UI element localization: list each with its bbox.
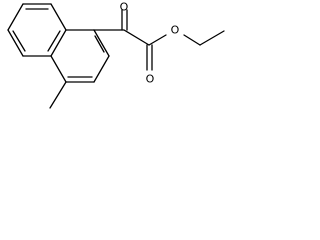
bond (93, 55, 110, 83)
benzo-ring (7, 3, 67, 57)
chemical-structure: O O O (7, 1, 225, 109)
double-bond-inner (94, 35, 105, 53)
bond (148, 34, 167, 46)
bond (123, 29, 150, 46)
double-bond-inner (47, 30, 61, 52)
bond (183, 34, 201, 46)
bond (7, 3, 24, 31)
ketone-oxygen-label: O (120, 1, 129, 14)
bond (50, 29, 67, 57)
double-bond-inner (12, 30, 26, 52)
bond (50, 3, 67, 31)
ethyl-oxoacetate-chain (93, 9, 225, 71)
bond (7, 29, 24, 57)
carbonyl-oxygen-label: O (146, 73, 155, 86)
bond (199, 30, 225, 46)
substituted-ring (50, 29, 110, 83)
ester-oxygen-label: O (171, 24, 180, 37)
bond (50, 55, 67, 83)
bond (93, 29, 110, 57)
methyl-bond (49, 81, 67, 109)
